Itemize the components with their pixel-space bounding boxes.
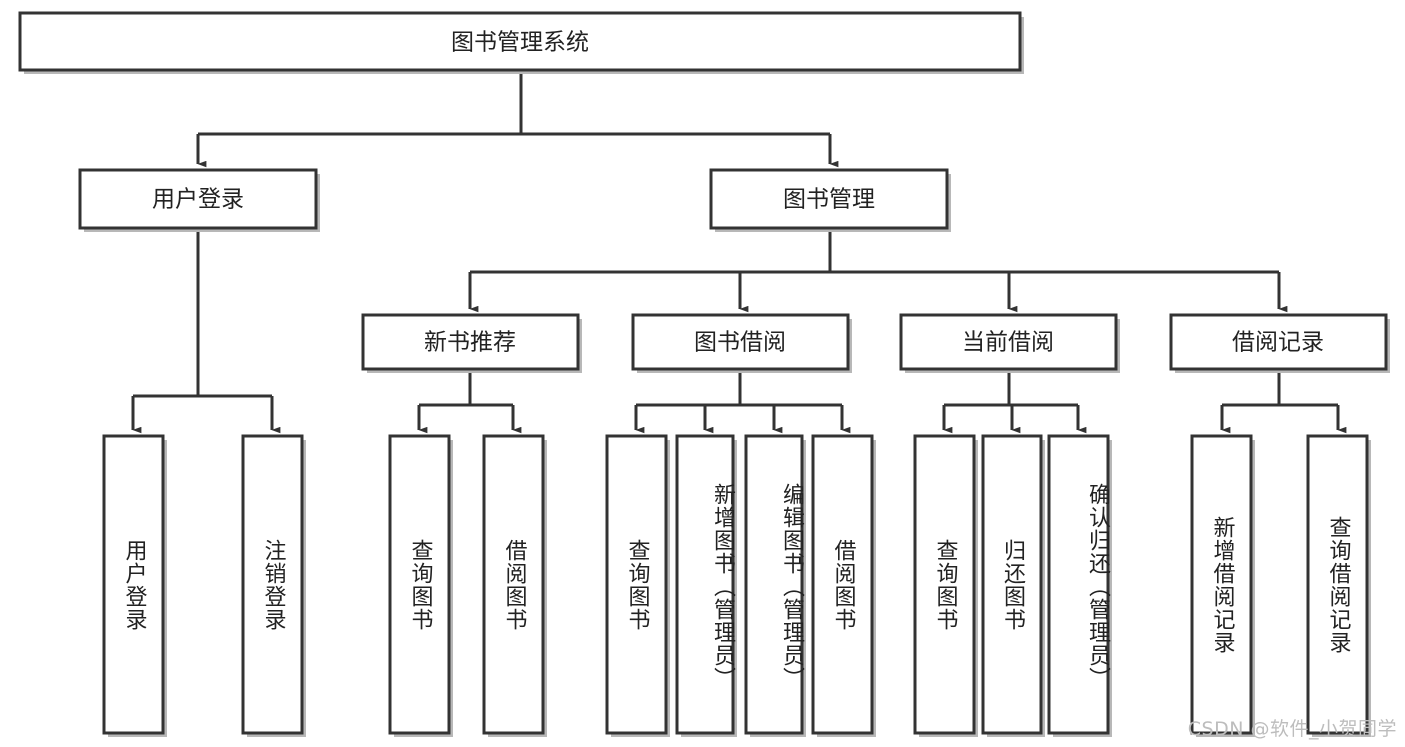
node-rect (1169, 313, 1388, 371)
node-borrow-record[interactable]: 借阅记录 (1169, 313, 1390, 373)
node-rect (388, 434, 451, 735)
node-rect (241, 434, 304, 735)
connector-group-root-to-level2 (196, 74, 839, 168)
node-rect (78, 168, 318, 230)
node-book-management[interactable]: 图书管理 (709, 168, 951, 232)
leaf-node-current-borrow-3[interactable] (1047, 434, 1112, 737)
connector-group-book-mgmt-to-level3 (468, 232, 1288, 313)
node-rect (744, 434, 804, 735)
node-rect (1190, 434, 1253, 735)
node-label: 新书推荐 (424, 330, 516, 356)
leaf-node-new-book-2[interactable] (482, 434, 547, 737)
leaf-node-user-login-1[interactable] (102, 434, 167, 737)
node-current-borrow[interactable]: 当前借阅 (899, 313, 1120, 373)
leaf-node-user-login-2[interactable] (241, 434, 306, 737)
leaf-node-book-borrow-3[interactable] (744, 434, 806, 737)
node-book-management-system[interactable]: 图书管理系统 (18, 11, 1024, 74)
leaf-node-book-borrow-1[interactable] (605, 434, 670, 737)
node-rect (811, 434, 874, 735)
node-rect (675, 434, 735, 735)
leaf-node-current-borrow-1[interactable] (913, 434, 978, 737)
node-book-borrow[interactable]: 图书借阅 (631, 313, 852, 373)
node-rect (1047, 434, 1110, 735)
node-rect (18, 11, 1022, 72)
node-label: 当前借阅 (962, 330, 1054, 356)
leaf-node-borrow-record-1[interactable] (1190, 434, 1255, 737)
leaf-node-book-borrow-2[interactable] (675, 434, 737, 737)
node-label: 用户登录 (152, 187, 244, 213)
node-rect (913, 434, 976, 735)
leaf-node-new-book-1[interactable] (388, 434, 453, 737)
leaf-node-book-borrow-4[interactable] (811, 434, 876, 737)
node-rect (981, 434, 1043, 735)
node-rect (361, 313, 580, 371)
node-label: 图书借阅 (694, 330, 786, 356)
node-user-login[interactable]: 用户登录 (78, 168, 320, 232)
leaf-node-borrow-record-2[interactable] (1306, 434, 1371, 737)
connector-group-user-login-to-leaves (131, 232, 281, 434)
leaf-node-current-borrow-2[interactable] (981, 434, 1045, 737)
node-rect (631, 313, 850, 371)
connector-group-borrow-record-to-leaves (1220, 373, 1347, 434)
node-label: 借阅记录 (1232, 330, 1324, 356)
connector-group-current-borrow-to-leaves (942, 373, 1087, 434)
node-rect (899, 313, 1118, 371)
watermark-text: CSDN @软件_小贺同学 (1187, 718, 1397, 740)
node-rect (1306, 434, 1369, 735)
node-rect (482, 434, 545, 735)
node-new-book-recommend[interactable]: 新书推荐 (361, 313, 582, 373)
connector-group-new-book-to-leaves (417, 373, 522, 434)
node-label: 图书管理系统 (451, 30, 589, 56)
node-rect (102, 434, 165, 735)
connector-group-book-borrow-to-leaves (634, 373, 851, 434)
node-rect (709, 168, 949, 230)
node-rect (605, 434, 668, 735)
node-label: 图书管理 (783, 187, 875, 213)
